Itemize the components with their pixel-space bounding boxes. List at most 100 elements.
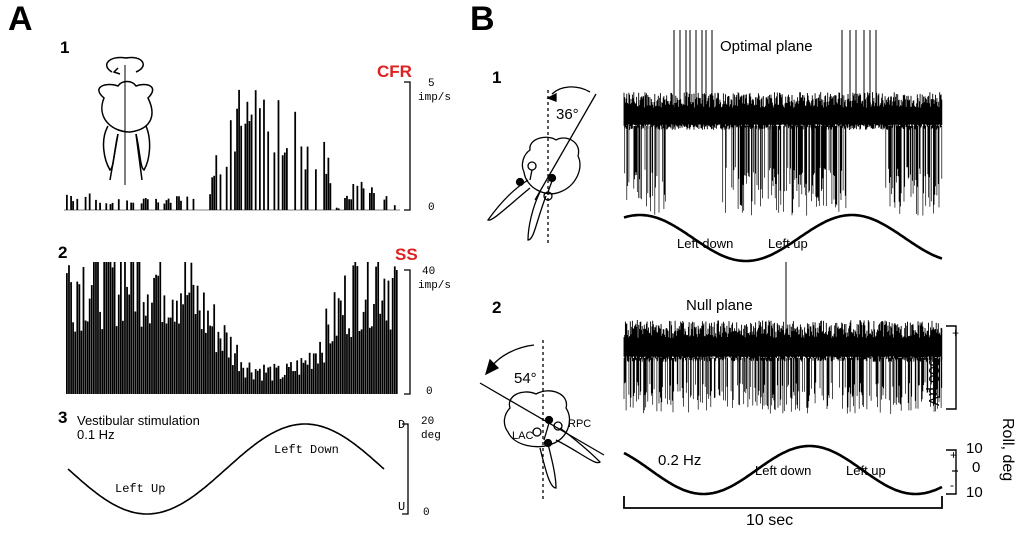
left-down-label: Left Down — [274, 443, 339, 457]
ss-bar — [371, 326, 373, 394]
cfr-bar — [273, 152, 276, 210]
ss-bar — [312, 353, 315, 394]
ss-bar — [165, 323, 168, 394]
ss-bar — [128, 294, 131, 394]
cfr-bar — [234, 151, 236, 210]
ss-bar — [178, 323, 180, 394]
cfr-bar — [248, 121, 251, 210]
ss-bar — [369, 327, 371, 394]
ss-bar — [236, 344, 238, 394]
ss-scale-unit: imp/s — [418, 280, 452, 292]
ss-bar — [366, 262, 369, 394]
ss-bar — [68, 265, 70, 394]
cfr-bar — [244, 123, 247, 210]
ss-bar — [232, 365, 234, 394]
ss-bar — [134, 311, 137, 394]
ss-bar — [173, 321, 176, 394]
ss-bar — [90, 285, 93, 394]
cfr-bar — [105, 203, 108, 210]
cfr-bar — [286, 148, 288, 210]
ss-bar — [244, 377, 247, 394]
ss-bar — [352, 265, 355, 394]
ss-bar — [95, 262, 97, 394]
cfr-bar — [211, 177, 214, 210]
cfr-bar — [70, 196, 72, 210]
ss-bar — [321, 352, 323, 394]
ss-bar — [337, 298, 340, 394]
ss-bar — [263, 364, 265, 394]
ss-bar — [122, 320, 124, 394]
ss-bar — [256, 370, 259, 394]
cfr-bar — [362, 188, 365, 210]
ss-bar — [238, 371, 240, 394]
roll-plus: + — [950, 448, 958, 462]
cfr-bar — [215, 155, 218, 210]
ss-bar — [190, 262, 193, 394]
ss-bar — [344, 275, 346, 394]
panel-b1-number: 1 — [492, 68, 502, 87]
ss-bar — [375, 266, 377, 394]
panel-b2-number: 2 — [492, 298, 502, 317]
ss-bar — [317, 363, 319, 394]
angle-36-label: 36° — [556, 106, 579, 123]
ss-bar — [283, 374, 286, 394]
cfr-bar — [254, 90, 257, 210]
ss-bar — [296, 360, 299, 394]
cfr-scale-unit: imp/s — [418, 92, 452, 104]
angle-54-label: 54° — [514, 370, 537, 387]
ss-bar — [171, 299, 174, 394]
cfr-bar — [246, 101, 249, 210]
cfr-bar — [140, 203, 143, 210]
cfr-bar — [165, 200, 168, 210]
cfr-bar — [283, 152, 286, 210]
ss-bar — [286, 363, 288, 394]
ss-bar — [130, 262, 133, 394]
lac-label: LAC — [512, 430, 534, 442]
ss-bar — [126, 286, 128, 394]
cfr-bar — [192, 198, 195, 210]
ss-bar — [97, 262, 99, 394]
ss-bar — [387, 280, 390, 394]
cfr-bar — [76, 198, 79, 210]
cfr-bar — [281, 155, 284, 210]
ss-bar — [227, 357, 230, 394]
ss-bar — [101, 329, 104, 394]
ss-bar — [76, 281, 79, 394]
deg-unit: deg — [421, 430, 441, 442]
cfr-bar — [250, 114, 253, 210]
cfr-scale-bottom: 0 — [428, 202, 435, 214]
ss-bar — [240, 362, 243, 394]
ss-bar — [339, 300, 342, 394]
cfr-bar — [72, 201, 74, 210]
cfr-scale-top: 5 — [428, 78, 435, 90]
rpc-label: RPC — [568, 418, 592, 430]
ss-bar — [362, 311, 365, 394]
ss-bar — [310, 368, 313, 394]
ss-bar — [292, 371, 294, 394]
complex-spikes — [673, 30, 877, 108]
ss-bar — [265, 372, 267, 394]
panel-a1-number: 1 — [60, 38, 70, 57]
ss-bar — [117, 294, 120, 394]
roll-scale-mid: 0 — [972, 459, 981, 476]
ss-bar — [377, 262, 380, 394]
ss-bar — [188, 292, 191, 394]
ss-bar — [393, 266, 396, 394]
ss-bar — [203, 292, 205, 394]
cfr-bar — [84, 196, 87, 210]
ss-bar — [169, 317, 172, 394]
cfr-bar — [176, 196, 178, 210]
ss-bar — [271, 380, 274, 394]
optimal-plane-label: Optimal plane — [718, 38, 815, 55]
ss-bar — [124, 262, 126, 394]
cfr-bar — [329, 183, 332, 210]
null-plane-label: Null plane — [686, 297, 753, 314]
ss-bar — [389, 329, 392, 394]
left-up-label: Left Up — [115, 482, 166, 496]
ss-bar — [348, 328, 350, 394]
ss-label: SS — [395, 245, 418, 264]
